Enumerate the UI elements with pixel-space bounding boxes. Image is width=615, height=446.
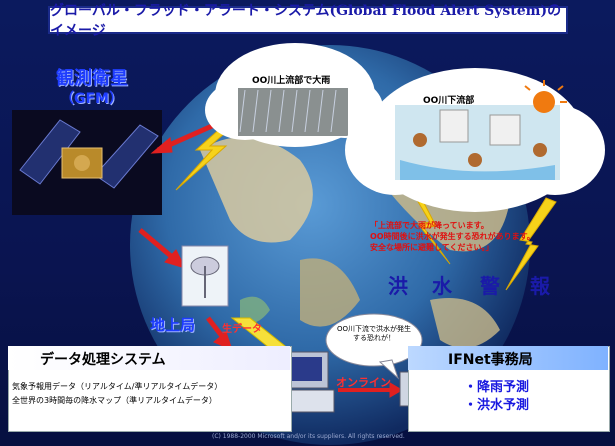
data-processing-title: データ処理システム xyxy=(40,352,166,368)
warning-line: 「上流部で大雨が降っています。 xyxy=(370,221,489,230)
ifnet-title: IFNet事務局 xyxy=(448,352,533,368)
satellite-label: 観測衛星 xyxy=(56,68,128,89)
data-processing-line-2: 全世界の3時間毎の降水マップ（準リアルタイムデータ） xyxy=(12,396,217,405)
data-processing-header xyxy=(8,346,290,370)
data-processing-line-1: 気象予報用データ（リアルタイム/準リアルタイムデータ） xyxy=(12,382,223,391)
ground-station-antenna xyxy=(181,245,229,307)
online-label: オンライン xyxy=(336,376,391,389)
ifnet-header xyxy=(408,346,608,370)
cloud-downstream-label: OO川下流部 xyxy=(423,96,475,106)
flood-warning-char: 報 xyxy=(530,274,550,298)
speech-bubble-text: OO川下流で洪水が発生する恐れが！ xyxy=(336,325,412,342)
cloud-downstream xyxy=(345,68,605,212)
flood-warning-char: 洪 xyxy=(388,274,408,298)
ifnet-item-rainfall: ・降雨予測 xyxy=(464,380,530,395)
warning-line: OO時間後に洪水が発生する恐れがあります。 xyxy=(370,232,535,241)
cloud-upstream xyxy=(205,43,383,147)
flood-warning-char: 水 xyxy=(432,274,452,298)
page-title-box: グローバル・フラッド・アラート・システム(Global Flood Alert … xyxy=(48,3,568,39)
satellite-image xyxy=(12,110,162,215)
warning-message: 「上流部で大雨が降っています。 OO時間後に洪水が発生する恐れがあります。 安全… xyxy=(370,220,560,253)
speech-bubble xyxy=(325,313,423,380)
page-title: グローバル・フラッド・アラート・システム(Global Flood Alert … xyxy=(50,3,562,39)
ifnet-item-flood: ・洪水予測 xyxy=(464,398,530,413)
copyright-text: (C) 1988-2000 Microsoft and/or its suppl… xyxy=(212,433,405,440)
cloud-upstream-label: OO川上流部で大雨 xyxy=(252,76,331,86)
raw-data-label: 生データ xyxy=(222,324,262,335)
ground-station-label: 地上局 xyxy=(150,316,196,334)
satellite-abbr: （GFM） xyxy=(60,91,123,107)
warning-line: 安全な場所に避難してください。」 xyxy=(370,243,494,252)
flood-warning-char: 警 xyxy=(480,274,500,298)
